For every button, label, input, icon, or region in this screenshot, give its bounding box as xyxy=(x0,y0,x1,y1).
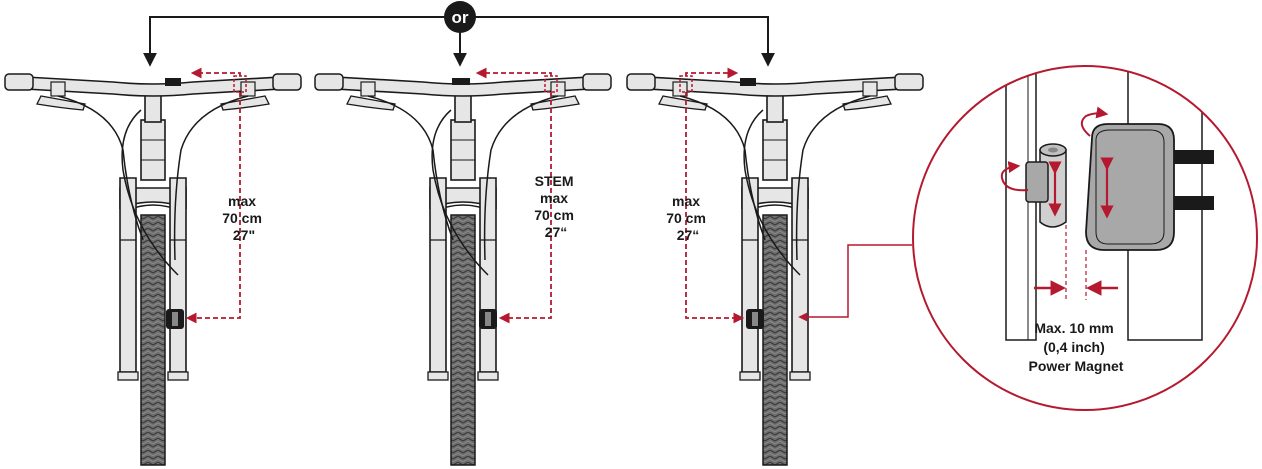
or-label: or xyxy=(452,8,469,27)
panel-3-label: max 70 cm 27“ xyxy=(666,193,710,243)
detail-caption: Max. 10 mm (0,4 inch) Power Magnet xyxy=(1029,320,1124,374)
detail-inset: Max. 10 mm (0,4 inch) Power Magnet xyxy=(912,65,1258,411)
measure-line-3 xyxy=(685,92,745,324)
bike-panel-1: max 70 cm 27ʺ xyxy=(4,67,302,466)
panel-1-label: max 70 cm 27ʺ xyxy=(222,193,266,243)
measure-line-1 xyxy=(185,92,241,324)
panel-2-label: STEM max 70 cm 27“ xyxy=(534,173,578,240)
detail-leader-line xyxy=(798,244,912,322)
or-badge xyxy=(444,1,476,33)
display-unit-3 xyxy=(740,78,756,86)
sensor-body-icon xyxy=(1085,123,1175,251)
bike-illustration-2 xyxy=(314,73,612,466)
display-unit-1 xyxy=(165,78,181,86)
bike-panel-3: max 70 cm 27“ xyxy=(626,67,924,466)
bike-illustration-3 xyxy=(626,73,924,466)
bike-illustration-1 xyxy=(4,73,302,466)
display-unit-2 xyxy=(452,78,470,85)
bike-panel-2: STEM max 70 cm 27“ xyxy=(314,67,612,466)
measure-line-2 xyxy=(498,92,552,324)
